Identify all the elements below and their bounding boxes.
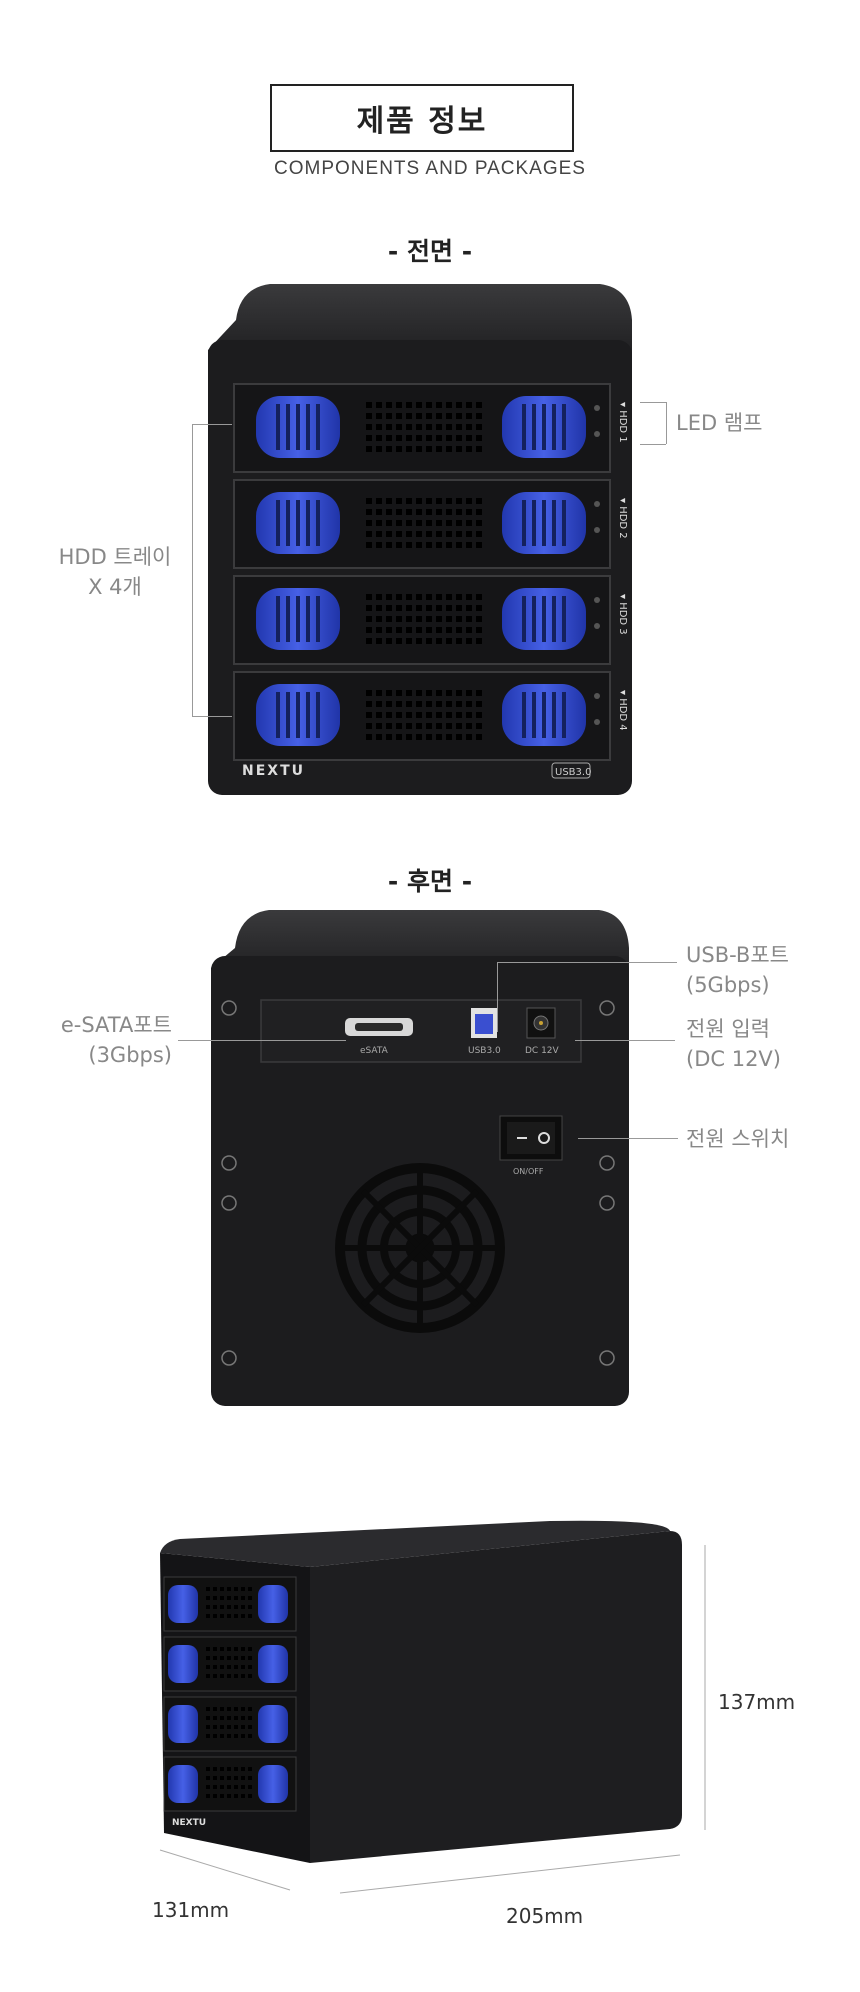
esata-callout-line2: (3Gbps) — [88, 1043, 172, 1067]
dim-bay-1 — [163, 1576, 297, 1632]
hdd-bay-4: ▾ HDD 4 — [233, 671, 628, 761]
fan-grille — [335, 1163, 505, 1333]
usb-port-label: USB3.0 — [468, 1046, 501, 1056]
power-input-label-line2: (DC 12V) — [686, 1047, 781, 1071]
rear-heading: - 후면 - — [387, 867, 473, 896]
section-title-text: 제품 정보 — [356, 104, 488, 139]
bay-label-4: ▾ HDD 4 — [617, 690, 628, 731]
hdd-bay-3: ▾ HDD 3 — [233, 575, 628, 665]
usb-badge: USB3.0 — [555, 767, 591, 778]
dimension-height: 137mm — [718, 1690, 796, 1714]
dimension-depth: 131mm — [152, 1898, 230, 1922]
front-view-image: ▾ HDD 1 ▾ HDD 2 ▾ HDD 3 ▾ HDD 4 NEXTU USB3.… — [208, 284, 632, 795]
usb-badge-frame — [551, 762, 591, 779]
usb-b-port-label-line2: (5Gbps) — [686, 973, 770, 997]
front-heading: - 전면 - — [387, 237, 473, 266]
hdd-tray-label-line1: HDD 트레이 — [58, 545, 172, 569]
dimension-width: 205mm — [506, 1904, 584, 1928]
usb-b-port-label: USB-B포트 (5Gbps) — [686, 940, 789, 1000]
bay-label-3: ▾ HDD 3 — [617, 594, 628, 635]
led-lamp-label: LED 램프 — [676, 411, 763, 435]
dim-bay-4 — [163, 1756, 297, 1812]
hdd-bay-2: ▾ HDD 2 — [233, 479, 628, 569]
hdd-tray-label-line2: X 4개 — [88, 575, 142, 599]
dimension-view-image: NEXTU — [159, 1520, 706, 1894]
dim-bay-3 — [163, 1696, 297, 1752]
section-subtitle: COMPONENTS AND PACKAGES — [274, 158, 586, 179]
rear-view-image: eSATA USB3.0 DC 12V ON/OFF — [211, 910, 629, 1406]
hdd-tray-label: HDD 트레이 X 4개 — [40, 542, 190, 602]
section-title: 제품 정보 — [270, 84, 574, 152]
bay-label-1: ▾ HDD 1 — [617, 402, 628, 443]
esata-port-label: eSATA — [360, 1046, 389, 1056]
esata-port-callout: e-SATA포트 (3Gbps) — [20, 1010, 172, 1070]
switch-label: ON/OFF — [513, 1167, 544, 1176]
usb-b-port-label-line1: USB-B포트 — [686, 943, 789, 967]
dc-port-label: DC 12V — [525, 1046, 560, 1056]
power-input-label-line1: 전원 입력 — [686, 1017, 770, 1041]
esata-callout-line1: e-SATA포트 — [60, 1013, 172, 1037]
dim-bay-2 — [163, 1636, 297, 1692]
power-input-label: 전원 입력 (DC 12V) — [686, 1014, 781, 1074]
hdd-bay-1: ▾ HDD 1 — [233, 383, 628, 473]
front-brand-logo: NEXTU — [242, 763, 305, 779]
bay-label-2: ▾ HDD 2 — [617, 498, 628, 539]
power-switch-label: 전원 스위치 — [686, 1127, 790, 1151]
dim-brand-logo: NEXTU — [172, 1818, 206, 1828]
